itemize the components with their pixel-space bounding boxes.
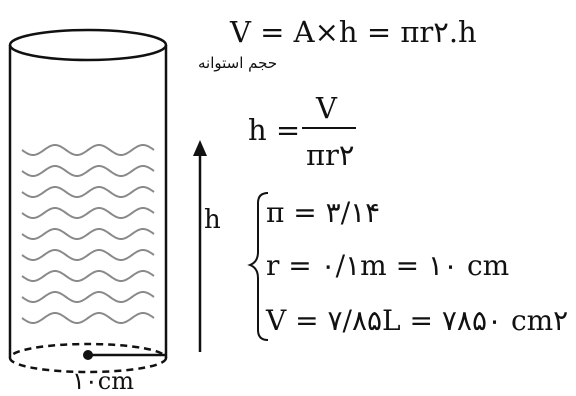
height-label: h <box>204 205 221 235</box>
height-formula-lhs: h = <box>248 113 300 147</box>
height-formula-numerator: V <box>315 91 338 125</box>
given-pi: π = ۳/۱۴ <box>266 196 380 229</box>
volume-caption: حجم استوانه <box>198 54 277 72</box>
cylinder-base-dashed-ellipse <box>8 342 168 374</box>
radius-marker <box>83 350 166 360</box>
wave-line <box>21 144 155 156</box>
wave-line <box>21 228 155 240</box>
liquid-waves <box>21 144 155 324</box>
wave-line <box>21 270 155 282</box>
radius-label: ۱۰cm <box>72 367 134 395</box>
given-values-brace <box>247 192 269 341</box>
height-formula-denominator: πr۲ <box>306 138 355 172</box>
volume-formula: V = A×h = πr۲.h <box>229 15 477 49</box>
height-arrow <box>193 140 207 352</box>
wave-line <box>21 165 155 177</box>
height-arrow-head <box>193 140 207 156</box>
wave-line <box>21 186 155 198</box>
wave-line <box>21 249 155 261</box>
cylinder <box>8 28 168 374</box>
wave-line <box>21 291 155 303</box>
given-radius: r = ۰/۱m = ۱۰ cm <box>266 249 509 282</box>
wave-line <box>21 312 155 324</box>
cylinder-top-ellipse <box>8 28 168 62</box>
wave-line <box>21 207 155 219</box>
given-volume: V = ۷/۸۵L = ۷۸۵۰ cm۲ <box>265 304 568 337</box>
